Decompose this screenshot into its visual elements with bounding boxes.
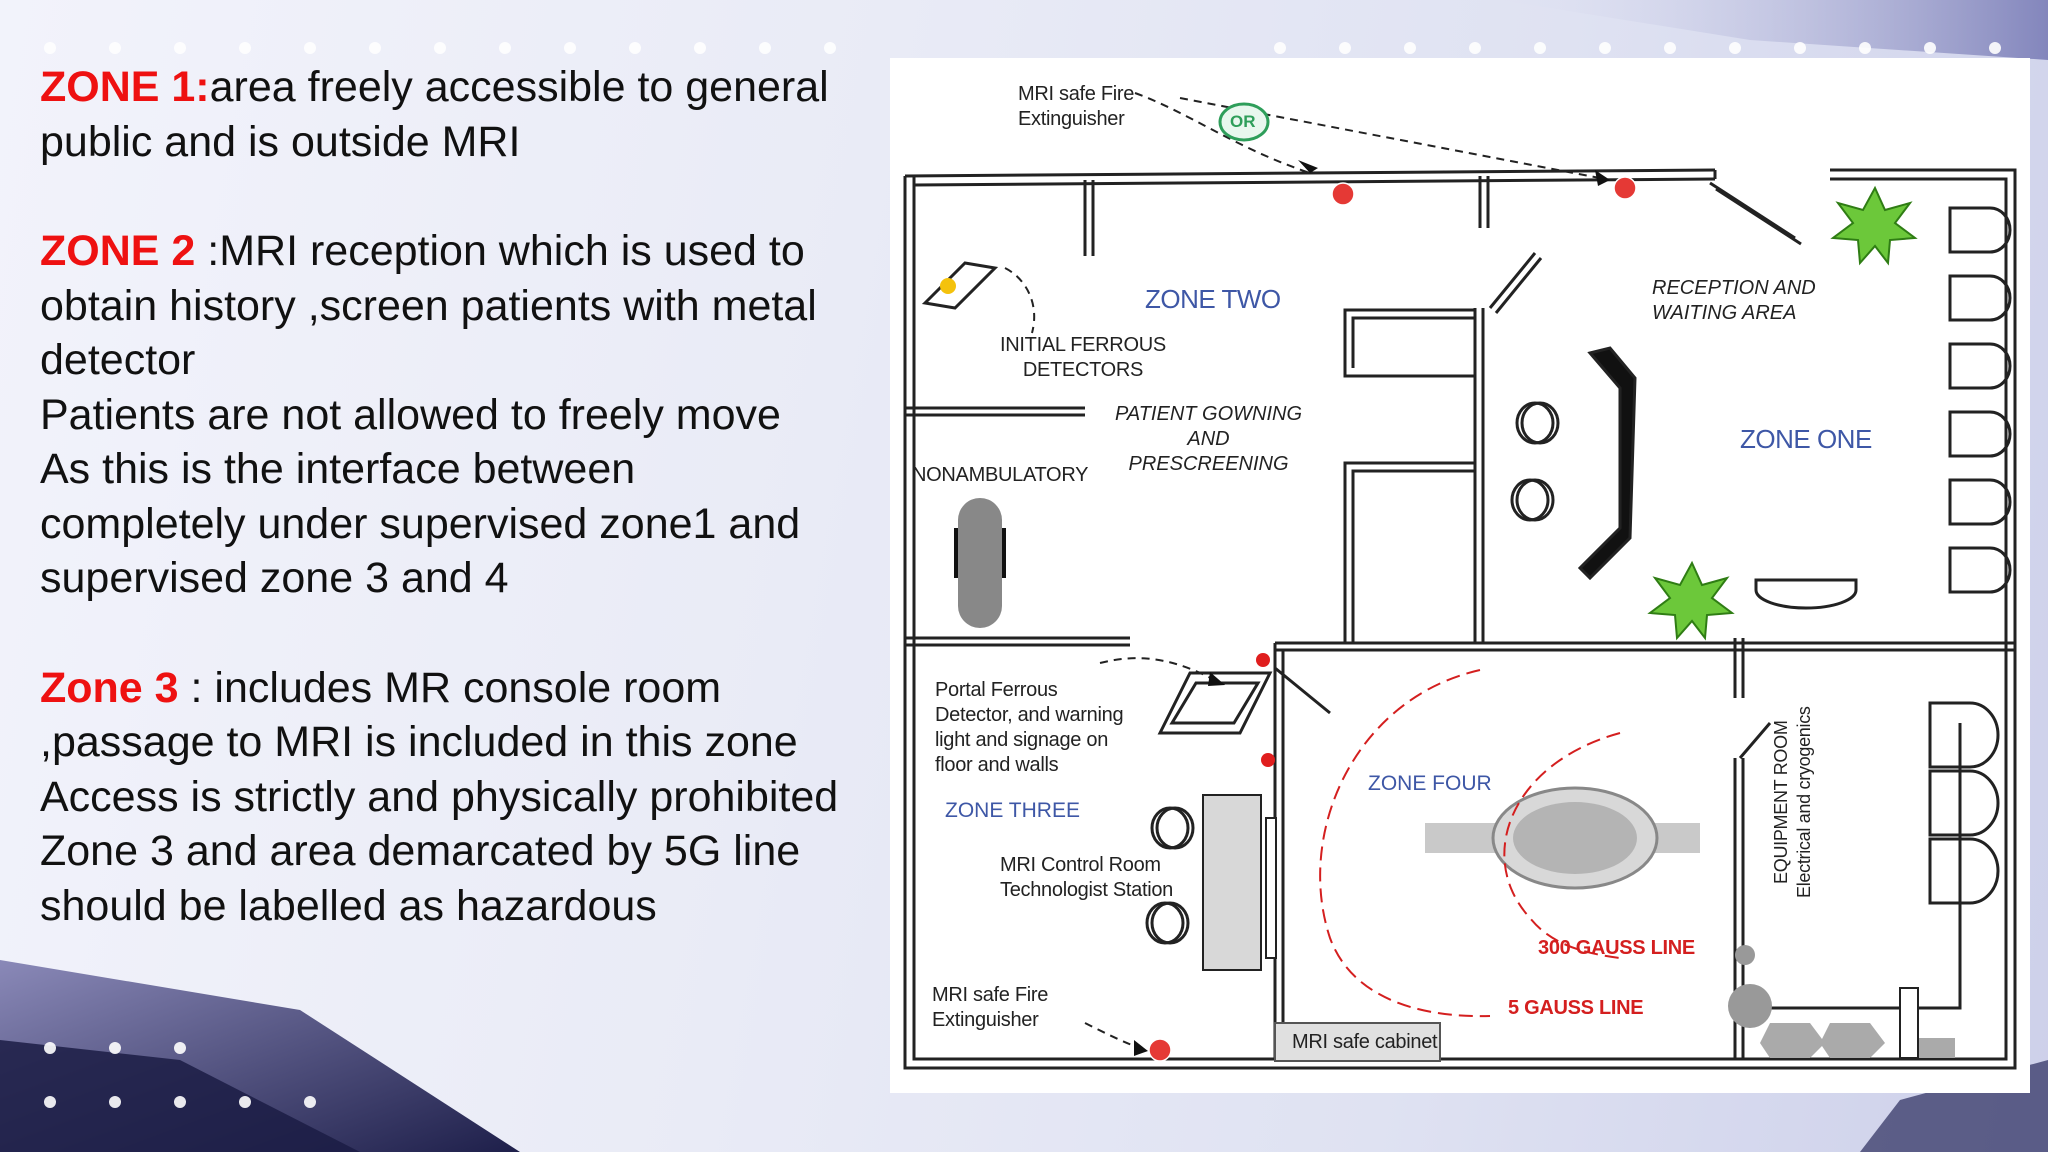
gauss-5-label: 5 GAUSS LINE <box>1508 997 1644 1019</box>
zone3-title: Zone 3 <box>40 663 179 712</box>
zone1-title: ZONE 1: <box>40 63 210 111</box>
zone-four-label: ZONE FOUR <box>1368 772 1492 795</box>
or-badge: OR <box>1230 112 1256 131</box>
zone3-line: ,passage to MRI is included in this zone <box>40 718 798 766</box>
zone-one-label: ZONE ONE <box>1740 424 1872 454</box>
zone3-line: Access is strictly and physically prohib… <box>40 772 839 821</box>
zone2-paragraph: ZONE 2 :MRI reception which is used to o… <box>40 224 890 606</box>
floor-plan-drawing <box>903 92 2017 1070</box>
zone1-paragraph: ZONE 1:area freely accessible to general… <box>40 60 890 169</box>
zone2-title: ZONE 2 <box>40 227 196 275</box>
zone2-line: detector <box>40 336 196 384</box>
zone2-line: supervised zone 3 and 4 <box>40 554 509 602</box>
zone-three-label: ZONE THREE <box>945 799 1080 822</box>
zone2-line: obtain history ,screen patients with met… <box>40 281 817 330</box>
zone2-line: :MRI reception which is used to <box>195 227 805 275</box>
zone3-paragraph: Zone 3 : includes MR console room ,passa… <box>40 661 890 934</box>
zone2-line: As this is the interface between <box>40 445 636 493</box>
zone2-line: Patients are not allowed to freely move <box>40 390 781 439</box>
gauss-300-label: 300 GAUSS LINE <box>1538 937 1695 959</box>
zone3-line: should be labelled as hazardous <box>40 881 657 930</box>
zone-two-label: ZONE TWO <box>1145 284 1281 314</box>
zone3-line: : includes MR console room <box>178 663 722 712</box>
zone1-line: area freely accessible to general <box>209 63 829 111</box>
zone-description: ZONE 1:area freely accessible to general… <box>40 60 890 988</box>
nonambulatory-label: NONAMBULATORY <box>912 464 1089 486</box>
mri-cabinet-label: MRI safe cabinet <box>1292 1031 1438 1053</box>
zone3-line: Zone 3 and area demarcated by 5G line <box>40 827 801 875</box>
zone2-line: completely under supervised zone1 and <box>40 499 801 548</box>
zone1-line: public and is outside MRI <box>40 117 521 166</box>
